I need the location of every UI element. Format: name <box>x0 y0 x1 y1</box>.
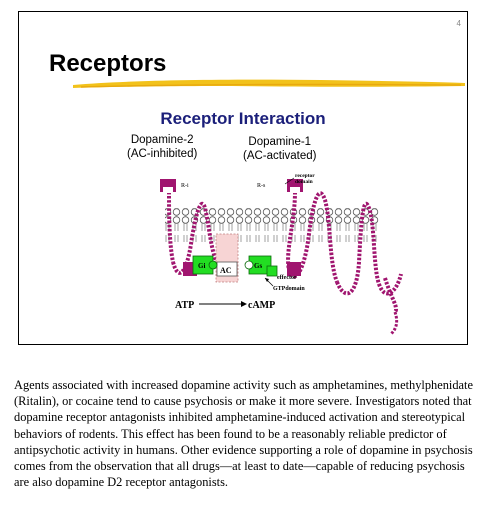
dopamine-1-name: Dopamine-1 <box>248 136 312 148</box>
slide-number: 4 <box>456 19 461 28</box>
gs-protein <box>244 255 278 277</box>
receptor-domain-label-2: domain <box>295 179 313 185</box>
dopamine-2-label: Dopamine-2 (AC-inhibited) <box>127 133 197 161</box>
gtp-domain-label: GTPdomain <box>273 286 305 292</box>
receptor-diagram: R-i R-s receptor domain Gi Gs AC effecto… <box>160 173 403 336</box>
dopamine-1-type: (AC-activated) <box>243 150 317 162</box>
title-underline-brush <box>73 79 465 88</box>
slide: 4 Receptors Receptor Interaction Dopamin… <box>18 11 468 345</box>
dopamine-2-name: Dopamine-2 <box>130 134 194 146</box>
diagram-title: Receptor Interaction <box>160 109 326 128</box>
ac-label: AC <box>220 266 232 275</box>
gi-label: Gi <box>198 262 205 270</box>
atp-label: ATP <box>175 300 194 311</box>
d1-receptor-bottom <box>287 262 301 276</box>
camp-label: cAMP <box>248 300 275 311</box>
receptor-domain-pointer <box>284 177 295 185</box>
body-paragraph: Agents associated with increased dopamin… <box>14 378 474 490</box>
effector-label: effector <box>277 275 297 281</box>
receptor-domain-label-1: receptor <box>295 173 315 179</box>
gi-protein <box>192 255 218 275</box>
dopamine-1-label: Dopamine-1 (AC-activated) <box>243 135 317 163</box>
dopamine-2-type: (AC-inhibited) <box>127 148 198 160</box>
lipid-membrane <box>165 208 379 242</box>
slide-title: Receptors <box>49 50 167 77</box>
r-s-label: R-s <box>257 183 266 189</box>
r-i-label: R-i <box>181 183 189 189</box>
gs-label: Gs <box>254 262 262 270</box>
